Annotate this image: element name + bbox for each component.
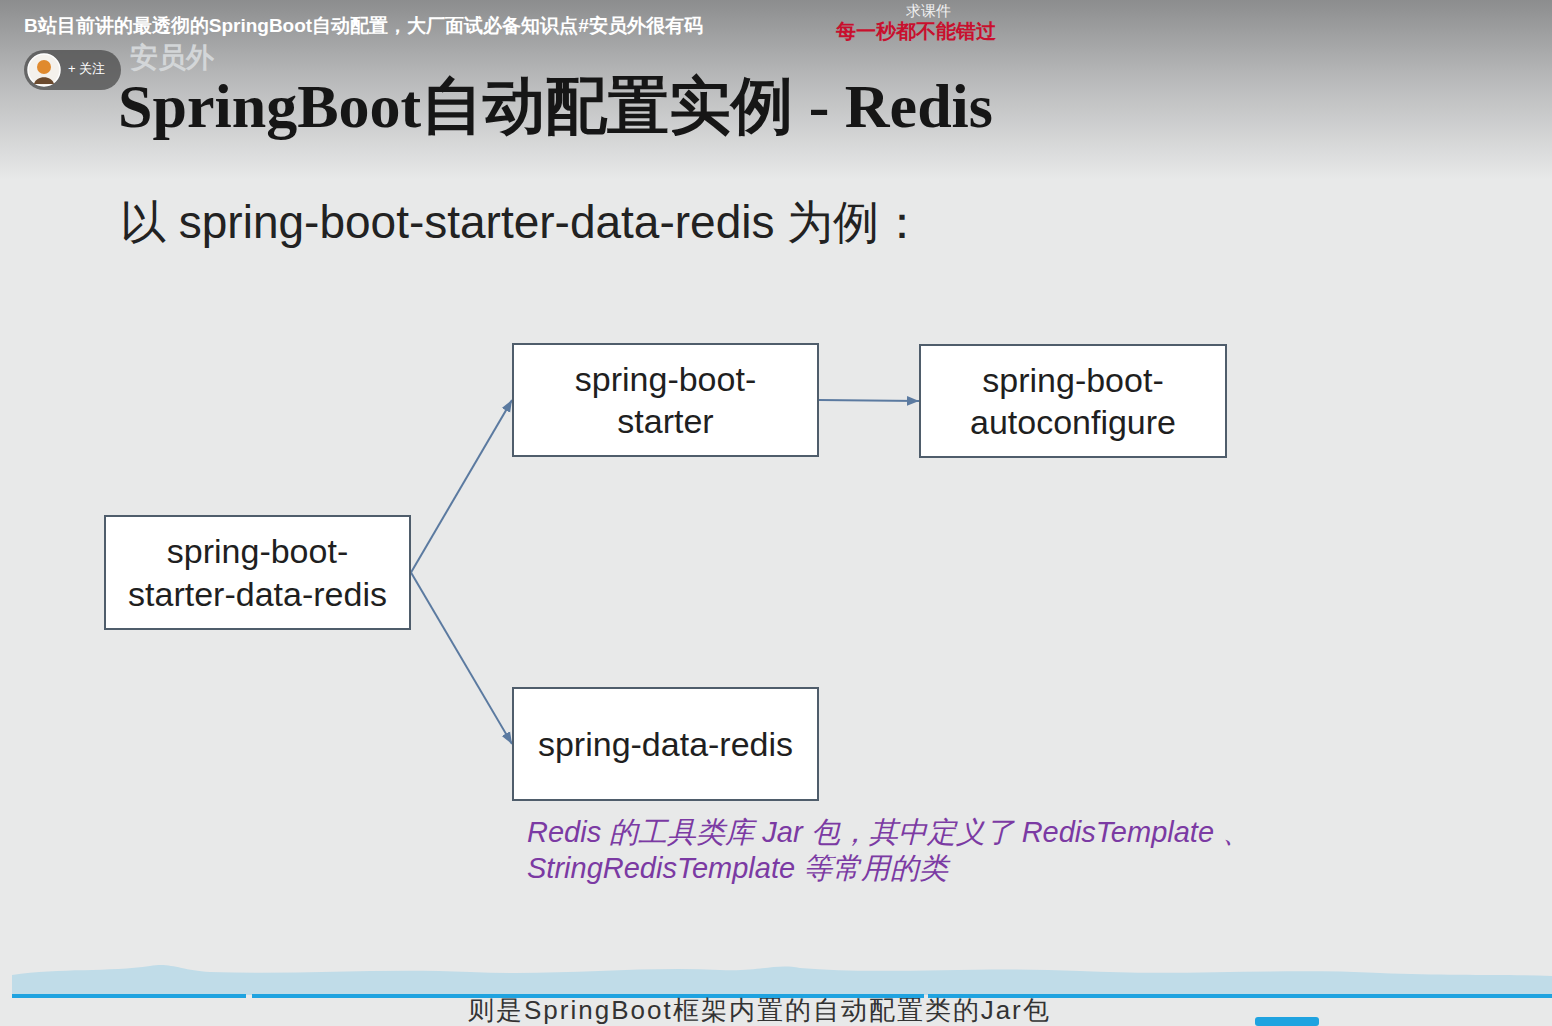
- package-box: spring-boot- starter-data-redis: [104, 515, 411, 630]
- dependency-arrow: [411, 400, 512, 573]
- video-subtitle: 则是SpringBoot框架内置的自动配置类的Jar包: [468, 994, 1051, 1026]
- request-note: 求课件: [906, 2, 951, 21]
- slide-title: SpringBoot自动配置实例 - Redis: [118, 64, 993, 148]
- video-title: B站目前讲的最透彻的SpringBoot自动配置，大厂面试必备知识点#安员外很有…: [24, 14, 703, 38]
- top-shade: [0, 0, 1552, 180]
- dependency-arrow: [819, 400, 919, 401]
- player-button: [1255, 1017, 1319, 1026]
- subtitle: 以 spring-boot-starter-data-redis 为例：: [120, 194, 925, 252]
- package-name: spring-boot- starter-data-redis: [116, 530, 399, 615]
- package-name: spring-boot- autoconfigure: [931, 359, 1215, 444]
- promo-text: 每一秒都不能错过: [836, 19, 996, 44]
- package-box: spring-boot- autoconfigure: [919, 344, 1227, 458]
- watermark: 安员外: [130, 40, 214, 75]
- package-name: spring-data-redis: [538, 723, 793, 766]
- dependency-arrow: [411, 573, 512, 745]
- package-box: spring-data-redis: [512, 687, 819, 801]
- follow-button: + 关注: [68, 61, 105, 77]
- annotation-note: Redis 的工具类库 Jar 包，其中定义了 RedisTemplate 、 …: [527, 814, 1272, 887]
- progress-bar: [12, 994, 246, 998]
- package-box: spring-boot- starter: [512, 343, 819, 457]
- audio-wave: [12, 965, 1552, 995]
- package-name: spring-boot- starter: [524, 358, 807, 443]
- avatar-icon: [27, 53, 61, 87]
